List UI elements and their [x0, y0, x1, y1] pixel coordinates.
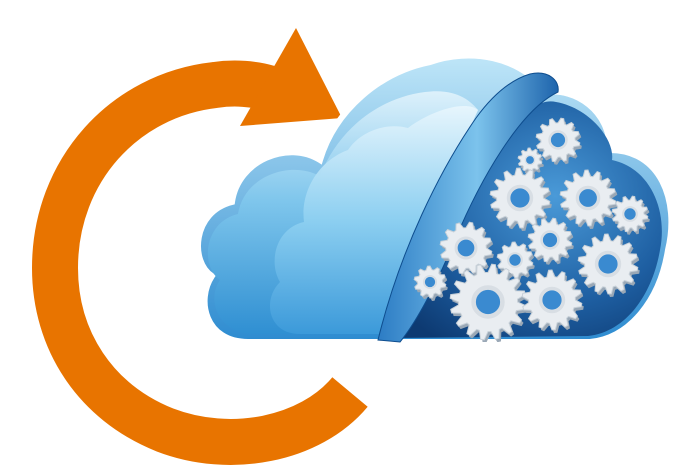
gear-hub — [507, 252, 523, 268]
gear-hub — [506, 184, 534, 212]
gear-hub — [575, 185, 601, 211]
gear-hub — [524, 154, 536, 166]
gear-hub — [538, 286, 566, 314]
gear-hub — [622, 206, 638, 222]
gear-hub — [422, 274, 438, 290]
circular-arrow-icon — [31, 28, 368, 465]
gear-hub — [454, 236, 478, 260]
gears-icon — [413, 117, 650, 342]
gear-hub — [548, 130, 568, 150]
gear-hub — [540, 230, 560, 250]
gear-hub — [594, 250, 622, 278]
gear-hub — [471, 285, 505, 319]
